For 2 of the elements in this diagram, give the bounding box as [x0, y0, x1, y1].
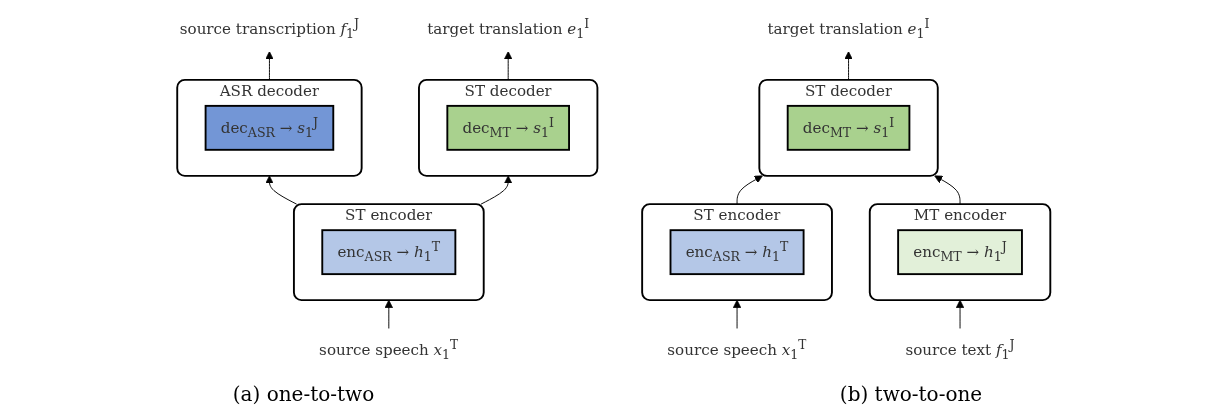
figure-caption: (a) one-to-two: [232, 382, 375, 406]
figure-caption: (b) two-to-one: [839, 382, 983, 406]
